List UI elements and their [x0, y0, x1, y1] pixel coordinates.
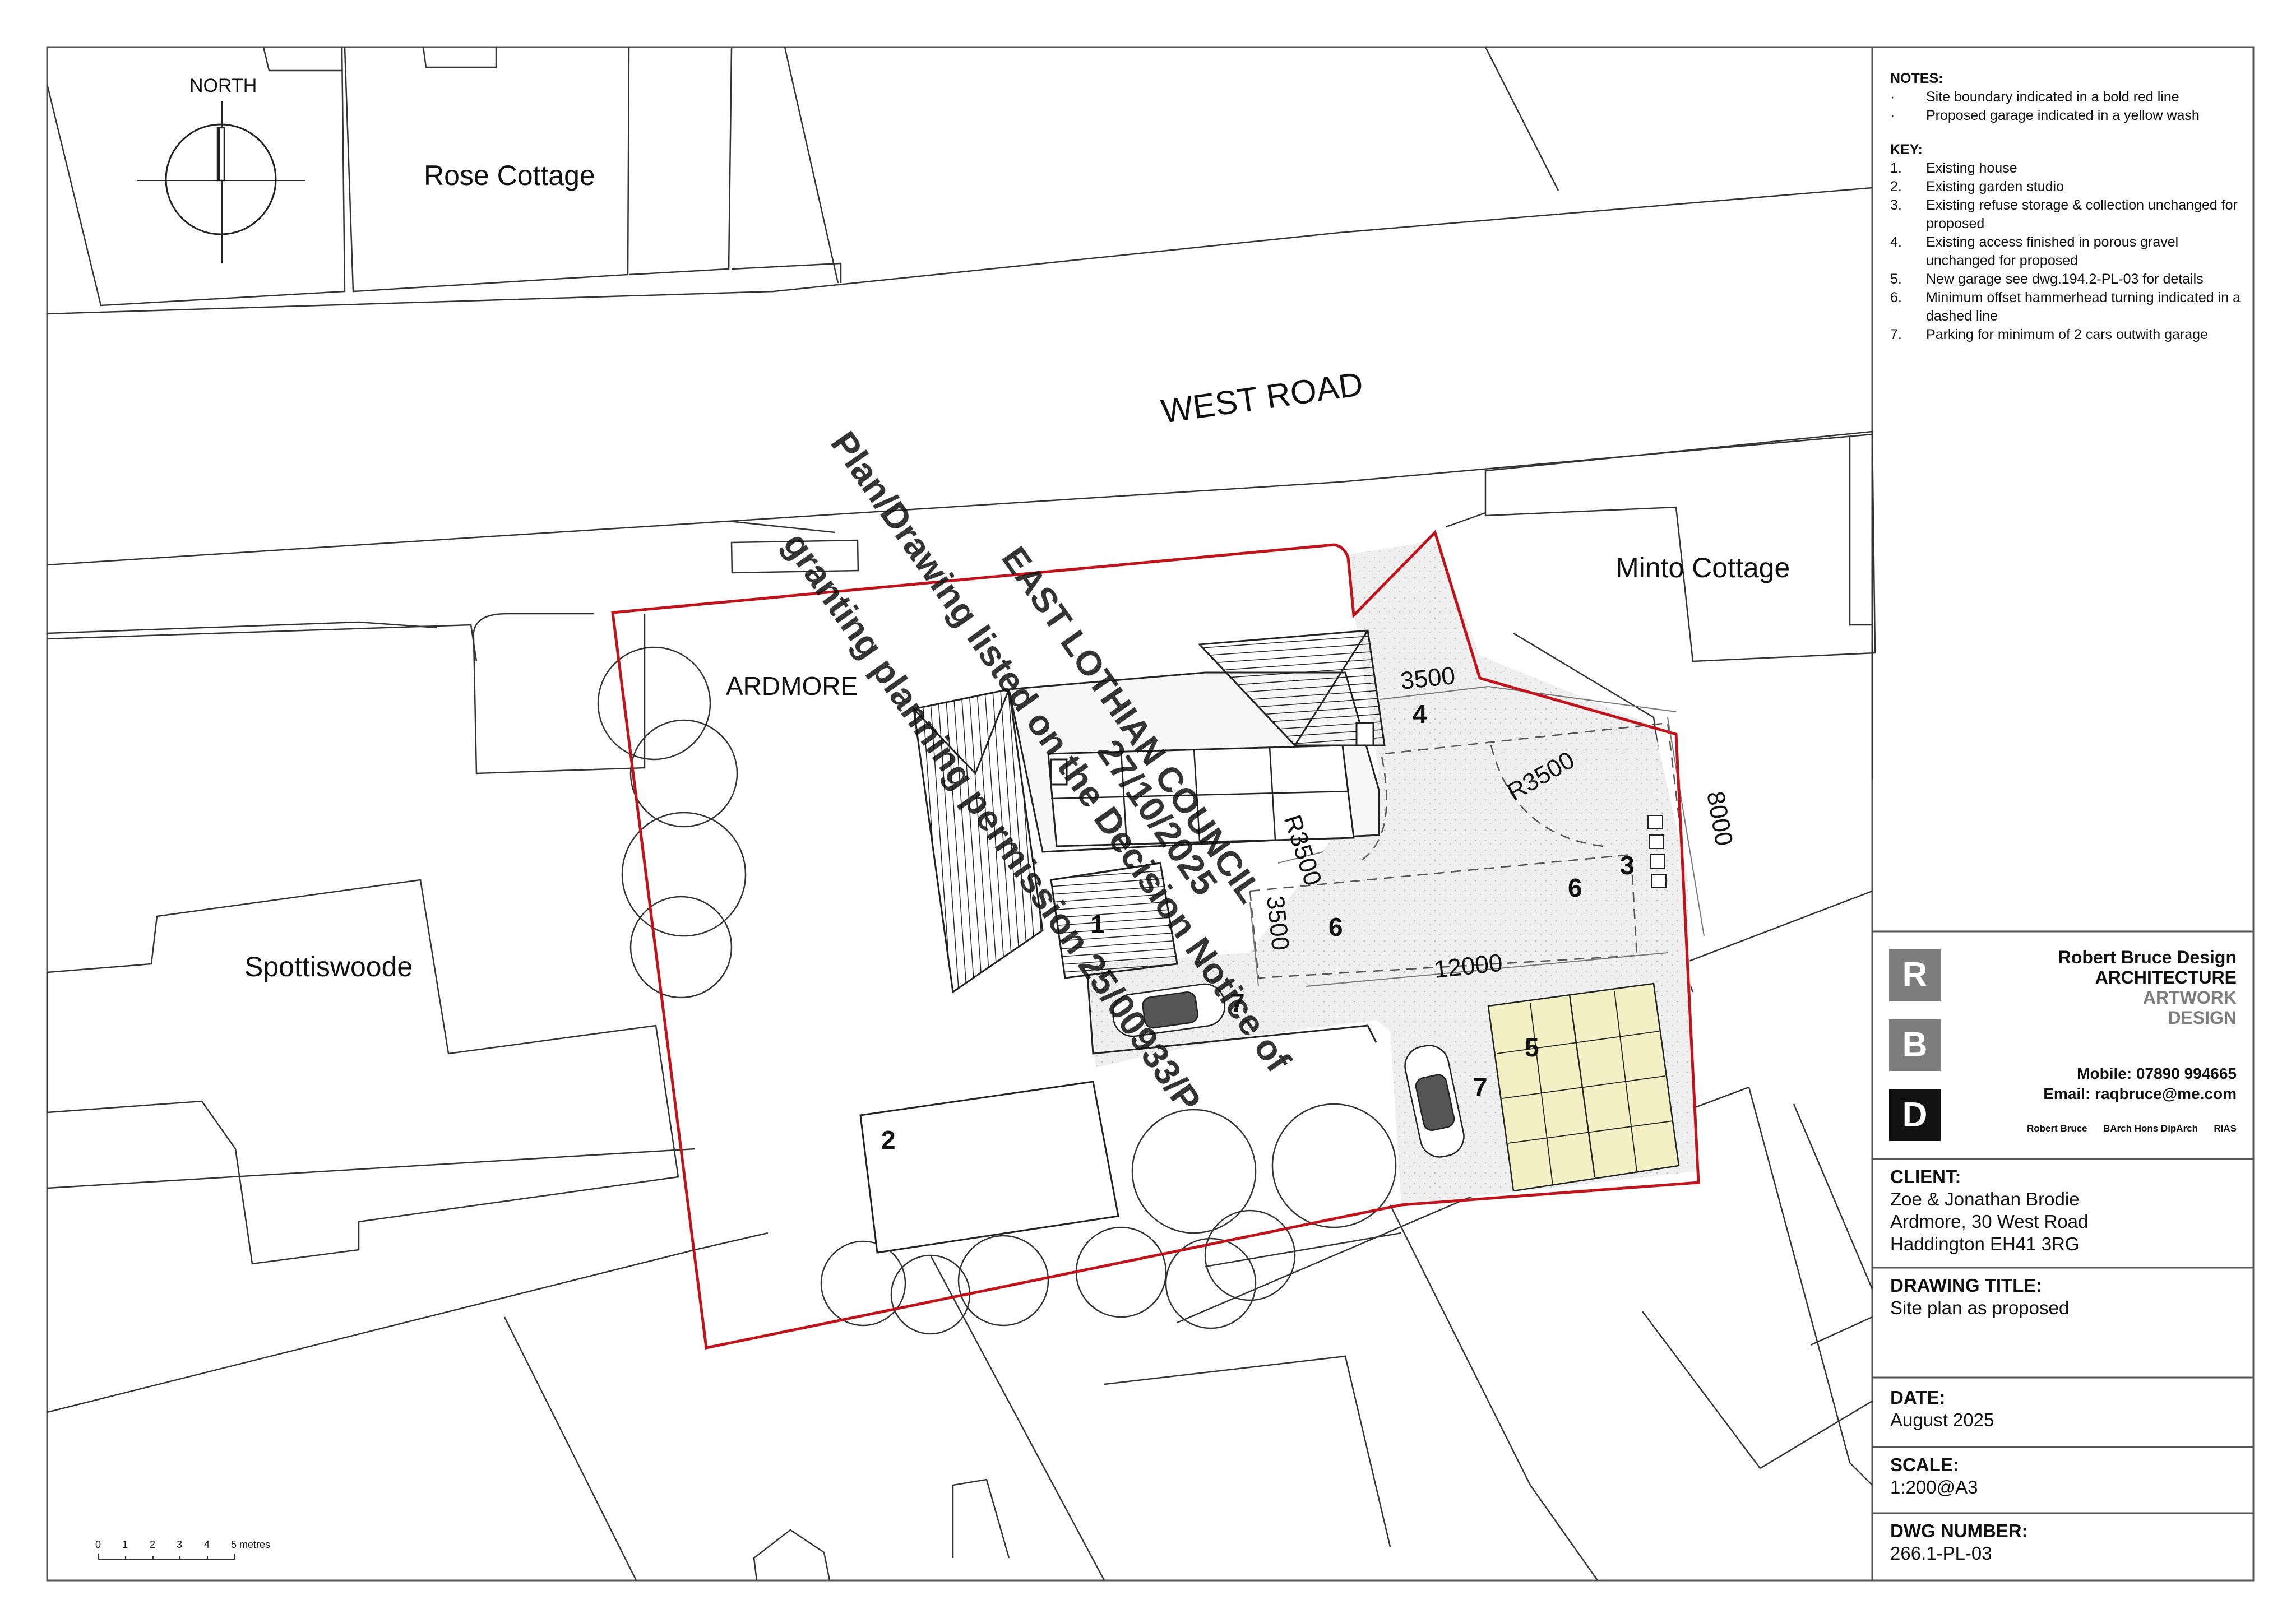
sheet-border: [46, 46, 2255, 1582]
key-item: 1.Existing house: [1890, 160, 2017, 176]
existing-house: [913, 629, 1386, 1055]
note-item: ·Proposed garage indicated in a yellow w…: [1890, 108, 2200, 123]
logo-letter-r: R: [1889, 949, 1941, 1001]
proposed-garage: [1487, 982, 1680, 1192]
label-ardmore: ARDMORE: [726, 671, 858, 701]
firm-email: Email: raqbruce@me.com: [2043, 1085, 2237, 1102]
firm-mobile: Mobile: 07890 994665: [2077, 1065, 2237, 1082]
marker-7b: 7: [1473, 1072, 1488, 1101]
date-cell: DATE: August 2025: [1872, 1378, 2253, 1447]
dwg-number-heading: DWG NUMBER:: [1890, 1520, 2028, 1541]
north-arrow: [137, 101, 305, 263]
notes-panel: NOTES: ·Site boundary indicated in a bol…: [1872, 54, 2253, 344]
scale-tick-0: 0: [95, 1539, 101, 1550]
key-item: 6.Minimum offset hammerhead turning indi…: [1890, 290, 2241, 324]
dwg-number-cell: DWG NUMBER: 266.1-PL-03: [1872, 1513, 2253, 1580]
label-minto-cottage: Minto Cottage: [1615, 552, 1790, 583]
key-item: 7.Parking for minimum of 2 cars outwith …: [1890, 327, 2208, 342]
date-value: August 2025: [1890, 1409, 1994, 1430]
scale-tick-1: 1: [122, 1539, 128, 1550]
key-item: 5.New garage see dwg.194.2-PL-03 for det…: [1890, 271, 2204, 287]
client-line: Haddington EH41 3RG: [1890, 1234, 2080, 1254]
key-item: 2.Existing garden studio: [1890, 179, 2064, 194]
drawing-title-heading: DRAWING TITLE:: [1890, 1275, 2043, 1296]
scale-cell: SCALE: 1:200@A3: [1872, 1447, 2253, 1513]
label-spottiswoode: Spottiswoode: [244, 951, 413, 982]
parked-car-2: [1404, 1045, 1465, 1158]
site-boundary: [611, 530, 1700, 1350]
key-item: 3.Existing refuse storage & collection u…: [1890, 197, 2238, 231]
dim-8000: 8000: [1701, 789, 1738, 848]
titleblock-rules: [1872, 930, 2253, 1514]
scale-tick-4: 4: [204, 1539, 210, 1550]
dim-3500-top: 3500: [1399, 662, 1456, 695]
firm-line-design: DESIGN: [2168, 1008, 2237, 1028]
drawing-title-cell: DRAWING TITLE: Site plan as proposed: [1872, 1268, 2253, 1378]
firm-qualifications: Robert Bruce BArch Hons DipArch RIAS: [2026, 1123, 2237, 1134]
marker-1: 1: [1090, 910, 1105, 939]
client-line: Zoe & Jonathan Brodie: [1890, 1189, 2080, 1209]
client-heading: CLIENT:: [1890, 1166, 1961, 1187]
drawing-title: Site plan as proposed: [1890, 1297, 2070, 1318]
marker-6b: 6: [1568, 873, 1582, 902]
scale-bar: [98, 1554, 235, 1560]
note-item: ·Site boundary indicated in a bold red l…: [1890, 89, 2179, 105]
firm-name: Robert Bruce Design: [2058, 947, 2237, 967]
marker-7a: 7: [1230, 988, 1245, 1017]
key-list: 1.Existing house 2.Existing garden studi…: [1890, 159, 2242, 344]
firm-line-artwork: ARTWORK: [2142, 987, 2237, 1008]
scale-tick-3: 3: [177, 1539, 182, 1550]
dim-3500-left: 3500: [1261, 894, 1294, 952]
garden-studio: [859, 1081, 1119, 1254]
marker-6a: 6: [1328, 912, 1343, 942]
logo-letter-b: B: [1889, 1019, 1941, 1071]
turning-hammerhead: [1249, 722, 1683, 979]
notes-heading: NOTES:: [1890, 71, 1943, 86]
marker-4: 4: [1413, 699, 1427, 729]
notes-list: ·Site boundary indicated in a bold red l…: [1890, 88, 2242, 125]
parked-car-1: [1112, 983, 1226, 1037]
label-rose-cottage: Rose Cottage: [424, 160, 595, 191]
logo-letter-d: D: [1889, 1089, 1941, 1141]
scale-value: 1:200@A3: [1890, 1477, 1978, 1497]
marker-2: 2: [881, 1125, 896, 1154]
scale-tick-5: 5 metres: [231, 1539, 270, 1550]
marker-5: 5: [1525, 1033, 1539, 1062]
client-cell: CLIENT: Zoe & Jonathan Brodie Ardmore, 3…: [1872, 1159, 2253, 1268]
firm-line-architecture: ARCHITECTURE: [2095, 967, 2237, 987]
scale-tick-2: 2: [150, 1539, 155, 1550]
refuse-bins: [1647, 815, 1667, 888]
client-line: Ardmore, 30 West Road: [1890, 1211, 2089, 1232]
label-west-road: WEST ROAD: [1159, 365, 1365, 430]
firm-logo-block: R B D Robert Bruce Design ARCHITECTURE A…: [1872, 933, 2253, 1159]
date-heading: DATE:: [1890, 1387, 1946, 1408]
dwg-number: 266.1-PL-03: [1890, 1543, 1992, 1564]
scale-heading: SCALE:: [1890, 1454, 1959, 1475]
marker-3: 3: [1620, 851, 1635, 880]
key-heading: KEY:: [1890, 142, 1923, 157]
north-label: NORTH: [189, 75, 257, 96]
key-item: 4.Existing access finished in porous gra…: [1890, 234, 2179, 268]
